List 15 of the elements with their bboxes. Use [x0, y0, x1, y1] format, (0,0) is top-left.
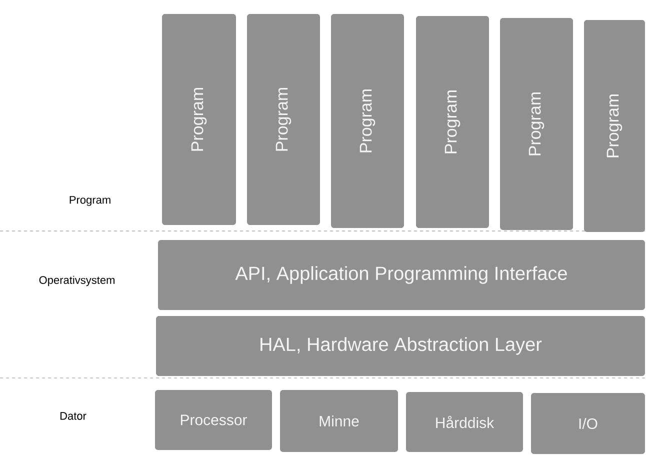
program-box: Program: [584, 20, 645, 232]
program-box: Program: [247, 14, 320, 225]
hardware-box: I/O: [531, 393, 645, 454]
hardware-box: Hårddisk: [406, 392, 523, 452]
program-box: Program: [500, 18, 573, 230]
program-box: Program: [162, 14, 236, 225]
program-box: Program: [416, 16, 489, 228]
layer-label: Program: [70, 196, 110, 206]
layer-box: API, Application Programming Interface: [158, 240, 645, 310]
layer-label: Operativsystem: [39, 276, 114, 286]
layer-box: HAL, Hardware Abstraction Layer: [156, 316, 645, 376]
program-box: Program: [331, 14, 404, 228]
hardware-box: Processor: [155, 390, 272, 450]
hardware-box: Minne: [280, 390, 398, 452]
layer-label: Dator: [60, 412, 86, 420]
